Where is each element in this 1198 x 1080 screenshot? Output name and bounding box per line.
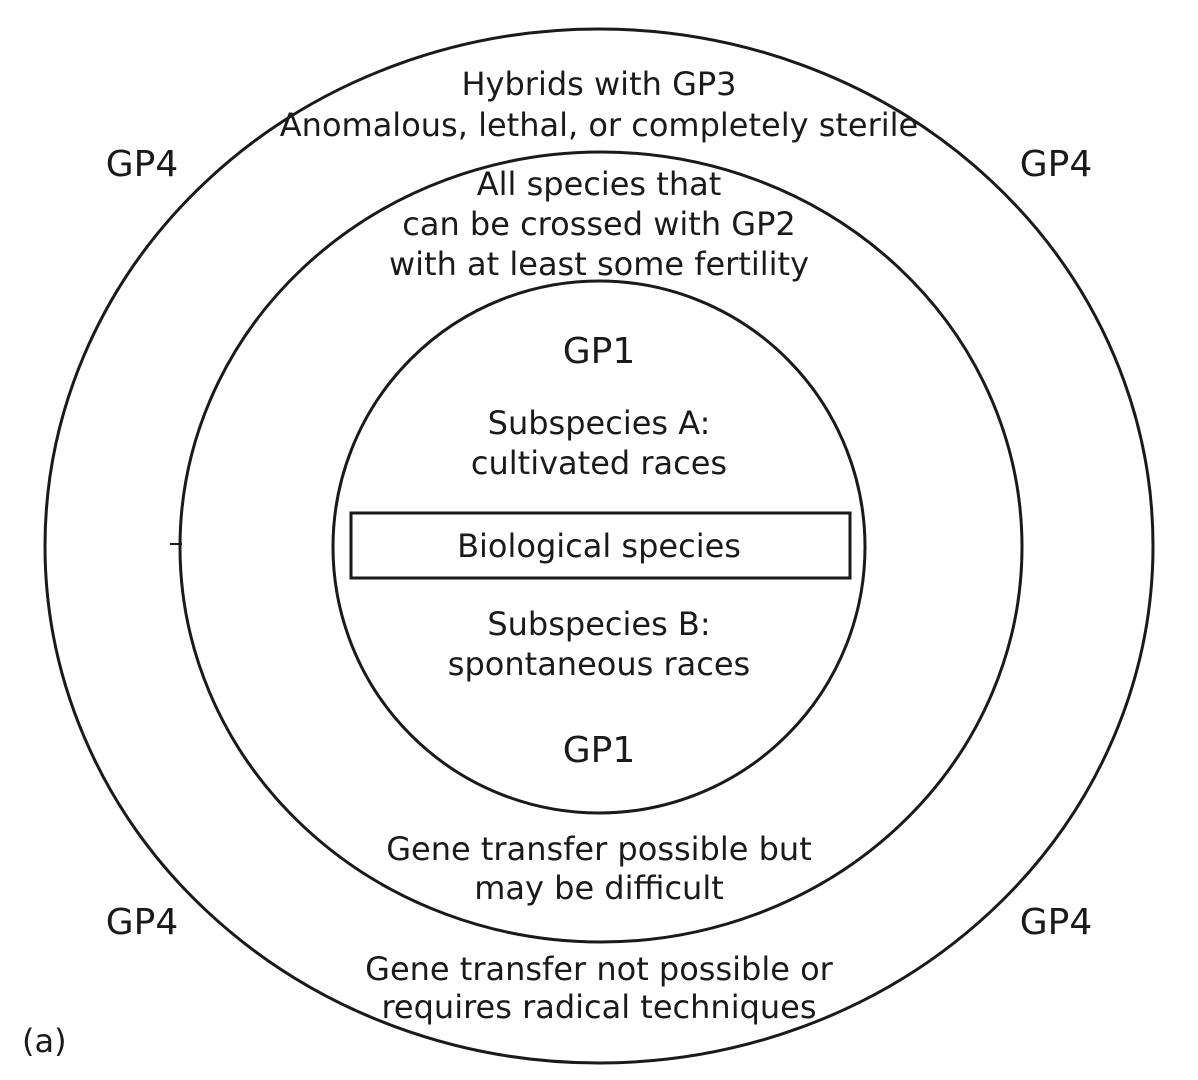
middle-bottom-line-1: Gene transfer possible but bbox=[386, 830, 812, 868]
gp4-label-bottom-left: GP4 bbox=[106, 902, 179, 943]
outer-bottom-line-2: requires radical techniques bbox=[381, 988, 816, 1026]
gp4-label-bottom-right: GP4 bbox=[1020, 902, 1093, 943]
outer-top-line-2: Anomalous, lethal, or completely sterile bbox=[280, 106, 918, 144]
middle-ring-gp3 bbox=[178, 150, 1024, 944]
subspecies-a-line-1: Subspecies A: bbox=[488, 404, 711, 442]
middle-top-line-1: All species that bbox=[477, 165, 722, 203]
biological-species-label: Biological species bbox=[457, 527, 741, 565]
gp4-label-top-right: GP4 bbox=[1020, 144, 1093, 185]
middle-bottom-line-2: may be difficult bbox=[474, 869, 724, 907]
middle-top-line-3: with at least some fertility bbox=[389, 245, 809, 283]
gp1-label-bottom: GP1 bbox=[563, 730, 636, 771]
biological-species-box bbox=[349, 511, 852, 580]
subspecies-b-line-2: spontaneous races bbox=[448, 645, 750, 683]
middle-top-line-2: can be crossed with GP2 bbox=[402, 205, 795, 243]
subspecies-a-line-2: cultivated races bbox=[471, 444, 727, 482]
outer-bottom-line-1: Gene transfer not possible or bbox=[365, 950, 834, 988]
outer-top-line-1: Hybrids with GP3 bbox=[461, 65, 736, 103]
subspecies-b-line-1: Subspecies B: bbox=[487, 605, 710, 643]
outer-ring-gp4 bbox=[43, 27, 1155, 1065]
gp1-label-top: GP1 bbox=[563, 331, 636, 372]
gp4-label-top-left: GP4 bbox=[106, 144, 179, 185]
inner-ring-gp1 bbox=[331, 279, 867, 815]
panel-label: (a) bbox=[22, 1022, 67, 1060]
